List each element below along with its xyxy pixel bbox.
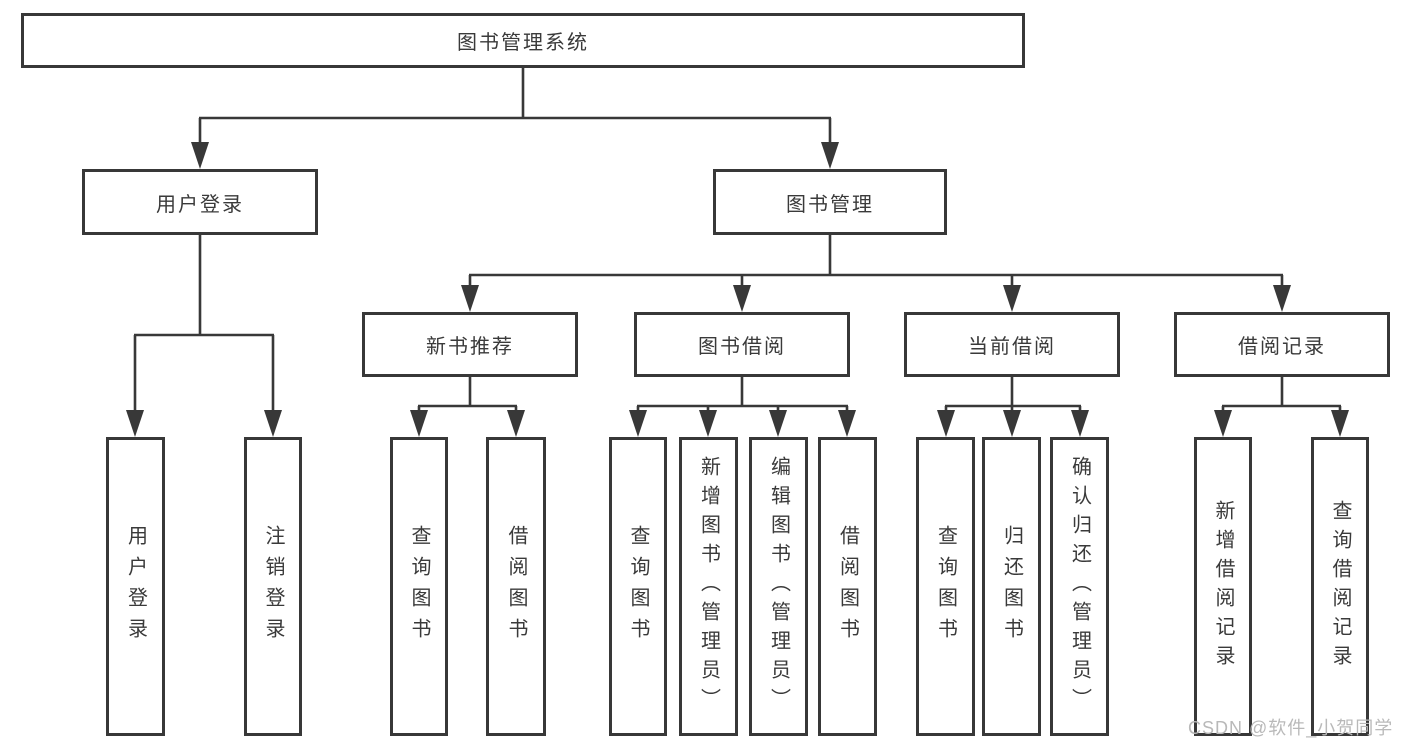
arrowhead-icon (1273, 285, 1291, 312)
connector-root-to-level2 (198, 68, 832, 162)
arrowhead-icon (937, 410, 955, 437)
arrowhead-icon (264, 410, 282, 437)
node-label: 借阅图书 (836, 524, 859, 649)
node-label: 确认归还（管理员） (1068, 456, 1091, 717)
node-borrow-books-recommend: 借阅图书 (486, 437, 546, 736)
node-user-login-leaf: 用户登录 (106, 437, 165, 736)
node-query-books-recommend: 查询图书 (390, 437, 448, 736)
arrowhead-icon (1331, 410, 1349, 437)
arrowhead-icon (821, 142, 839, 169)
node-user-login: 用户登录 (82, 169, 318, 235)
node-label: 图书管理 (786, 193, 874, 216)
node-add-borrow-record: 新增借阅记录 (1194, 437, 1252, 736)
node-label: 图书管理系统 (457, 32, 589, 54)
node-label: 借阅图书 (505, 524, 527, 649)
node-confirm-return-admin: 确认归还（管理员） (1050, 437, 1109, 736)
node-label: 查询图书 (408, 524, 430, 649)
node-new-book-recommendation: 新书推荐 (362, 312, 578, 377)
arrowhead-icon (629, 410, 647, 437)
connector-book-borrowing-to-leaves (636, 377, 849, 430)
node-current-borrowing: 当前借阅 (904, 312, 1120, 377)
node-label: 新书推荐 (426, 336, 514, 358)
node-return-book: 归还图书 (982, 437, 1041, 736)
node-label: 查询借阅记录 (1329, 499, 1351, 674)
connector-current-borrowing-to-leaves (944, 377, 1082, 430)
arrowhead-icon (1071, 410, 1089, 437)
arrowhead-icon (1003, 285, 1021, 312)
node-label: 新增借阅记录 (1212, 499, 1234, 674)
node-library-management-system: 图书管理系统 (21, 13, 1025, 68)
arrowhead-icon (1214, 410, 1232, 437)
connector-user-login-to-leaves (133, 235, 275, 430)
arrowhead-icon (769, 410, 787, 437)
node-query-books-borrowing: 查询图书 (609, 437, 667, 736)
connector-borrow-records-to-leaves (1221, 377, 1342, 430)
node-edit-book-admin: 编辑图书（管理员） (749, 437, 808, 736)
arrowhead-icon (733, 285, 751, 312)
node-label: 查询图书 (934, 524, 957, 649)
connector-new-book-to-leaves (417, 377, 518, 430)
arrowhead-icon (410, 410, 428, 437)
node-label: 图书借阅 (698, 336, 786, 358)
arrowhead-icon (699, 410, 717, 437)
arrowhead-icon (838, 410, 856, 437)
node-label: 查询图书 (627, 524, 649, 649)
connector-book-management-to-level3 (468, 235, 1284, 305)
arrowhead-icon (126, 410, 144, 437)
node-label: 编辑图书（管理员） (767, 456, 790, 717)
node-add-book-admin: 新增图书（管理员） (679, 437, 738, 736)
node-query-books-current: 查询图书 (916, 437, 975, 736)
arrowhead-icon (191, 142, 209, 169)
arrowhead-icon (461, 285, 479, 312)
node-logout-leaf: 注销登录 (244, 437, 302, 736)
node-label: 归还图书 (1000, 524, 1023, 649)
arrowhead-icon (507, 410, 525, 437)
arrowhead-icon (1003, 410, 1021, 437)
node-book-borrowing: 图书借阅 (634, 312, 850, 377)
node-label: 当前借阅 (968, 336, 1056, 358)
node-label: 注销登录 (262, 524, 284, 649)
csdn-watermark: CSDN @软件_小贺同学 (1188, 718, 1394, 738)
node-borrow-books-leaf: 借阅图书 (818, 437, 877, 736)
node-label: 用户登录 (124, 524, 147, 649)
node-book-management: 图书管理 (713, 169, 947, 235)
node-query-borrow-record: 查询借阅记录 (1311, 437, 1369, 736)
node-label: 新增图书（管理员） (697, 456, 720, 717)
node-borrowing-records: 借阅记录 (1174, 312, 1390, 377)
node-label: 借阅记录 (1238, 336, 1326, 358)
node-label: 用户登录 (156, 193, 244, 216)
